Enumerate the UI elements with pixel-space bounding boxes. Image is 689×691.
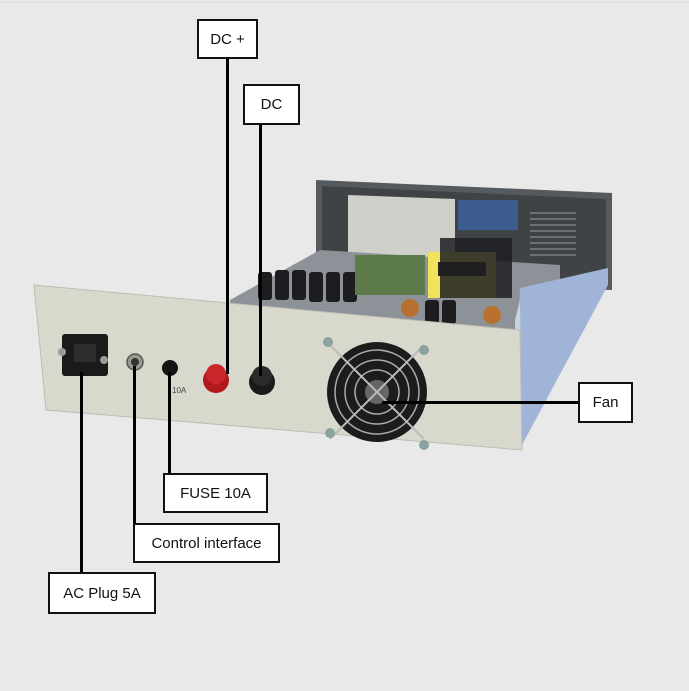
control-leader [133, 366, 136, 523]
fuse-leader [168, 372, 171, 473]
pcb [355, 255, 425, 295]
fan-leader [382, 401, 578, 404]
control-board [458, 200, 518, 230]
fuse-holder-icon [162, 360, 178, 376]
fuse-rating-marking: 10A [172, 386, 187, 395]
callout-dc-plus: DC + [197, 19, 258, 59]
top-border [0, 2, 689, 3]
ac-plug-leader [80, 372, 83, 572]
fan-icon [323, 337, 429, 450]
dc-leader [259, 124, 262, 376]
chassis-rail [515, 268, 608, 445]
callout-ac-plug: AC Plug 5A [48, 572, 156, 614]
callout-fuse: FUSE 10A [163, 473, 268, 513]
callout-fan: Fan [578, 382, 633, 423]
callout-dc: DC [243, 84, 300, 125]
dc-plus-leader [226, 58, 229, 374]
callout-control-interface: Control interface [133, 523, 280, 563]
vent-slots-icon [530, 212, 576, 256]
